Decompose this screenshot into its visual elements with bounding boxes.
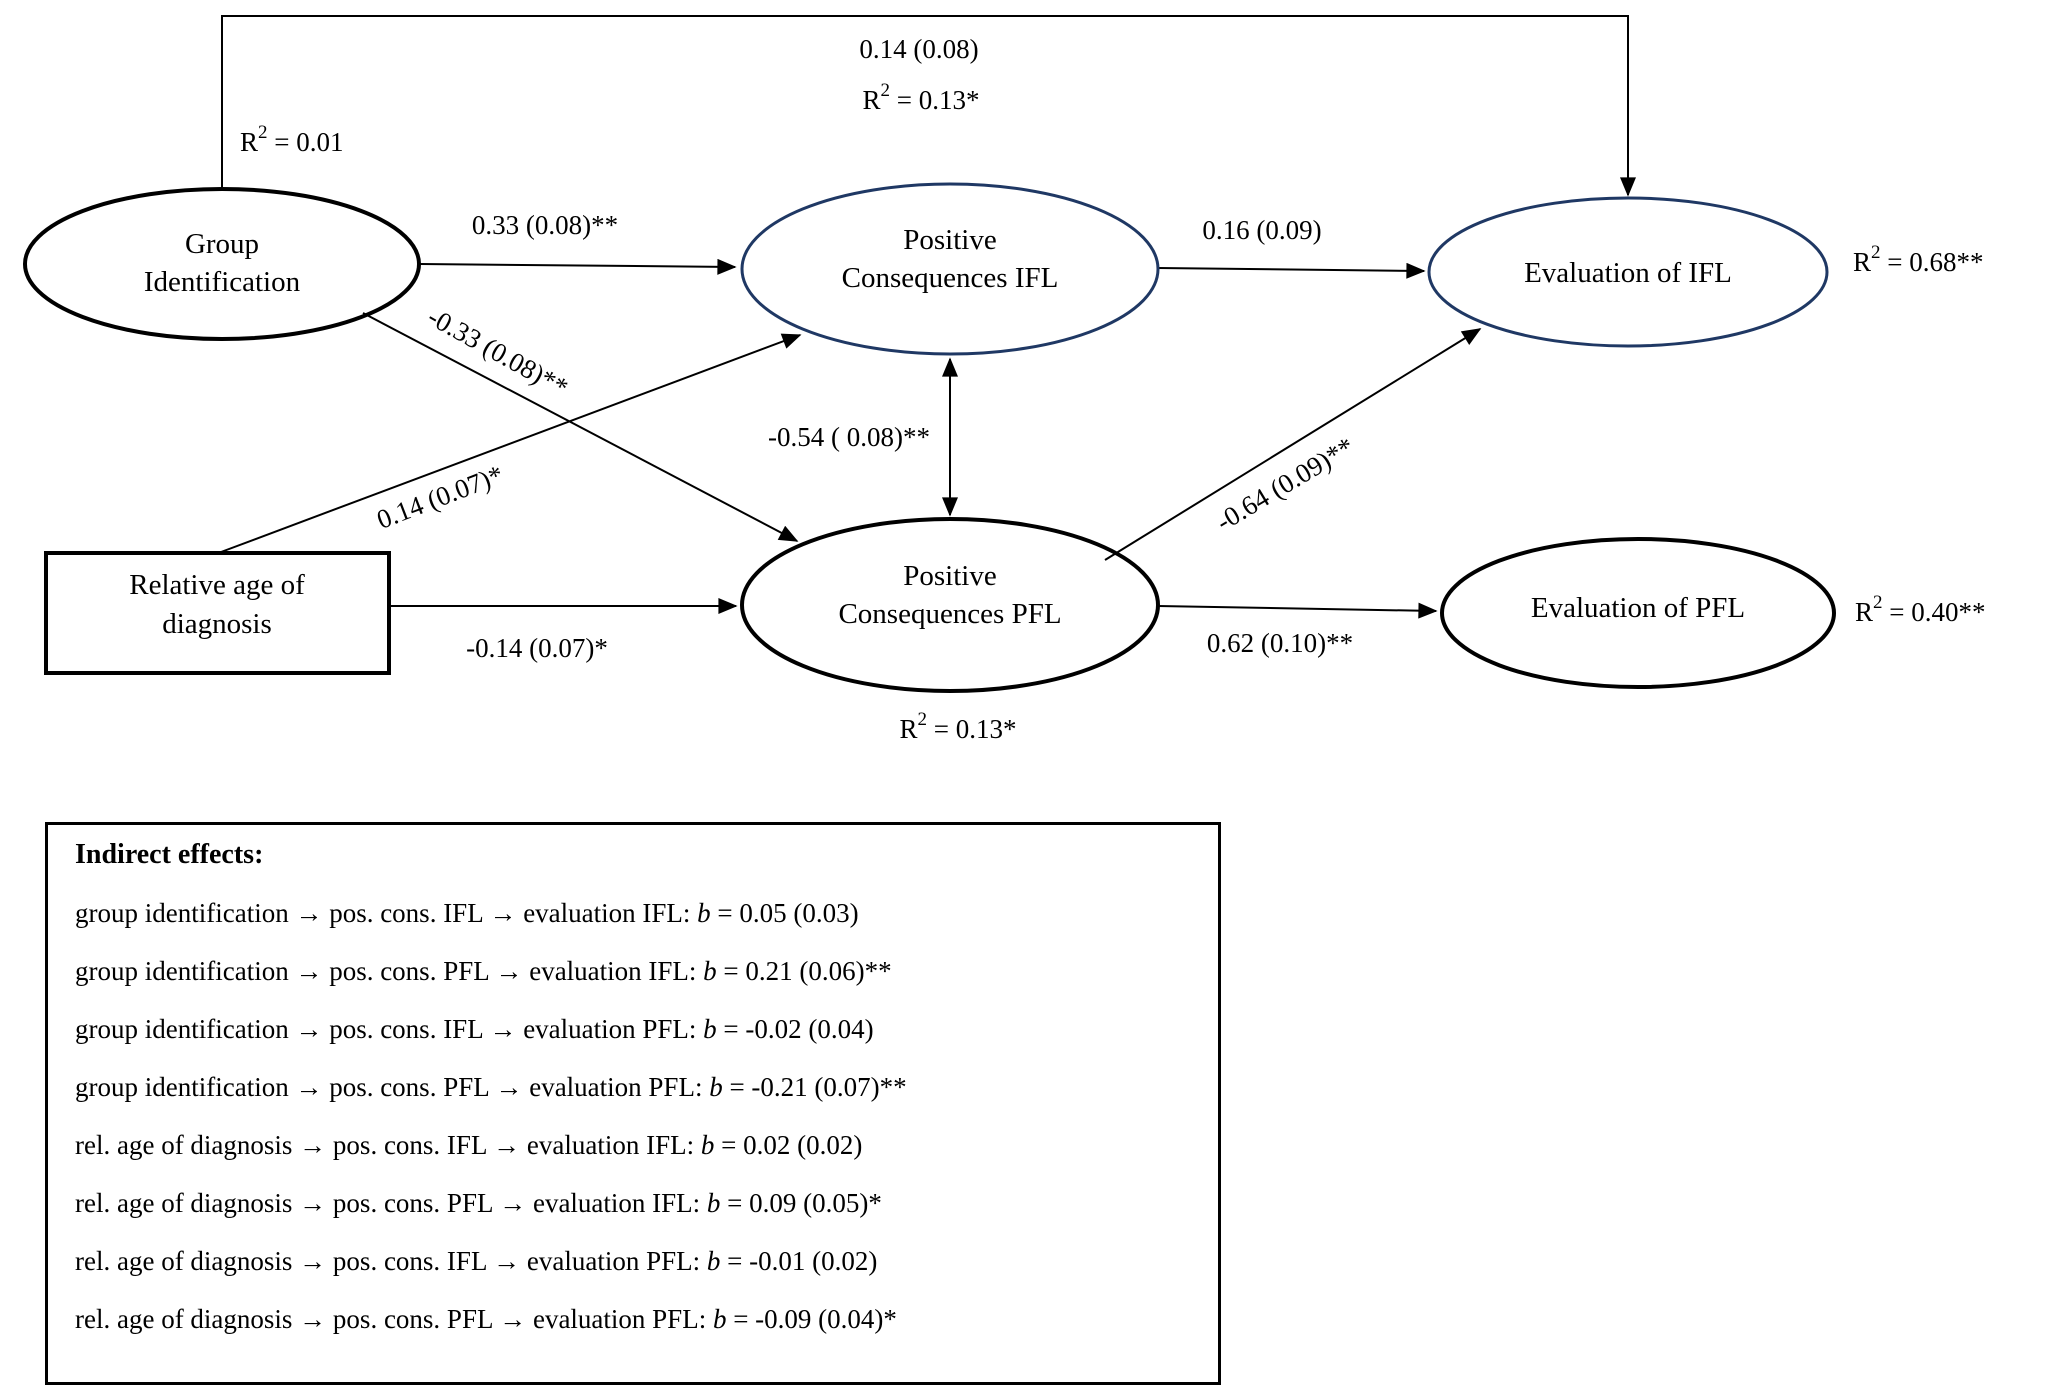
indirect-path-4: group identification → pos. cons. PFL → … <box>75 1071 710 1102</box>
node-relative-age-of-diagnosis <box>44 551 391 675</box>
r2-eval-pfl-value: = 0.40** <box>1883 597 1986 627</box>
node-evaluation-ifl <box>1427 196 1829 348</box>
pos-cons-pfl-label-line2: Consequences PFL <box>838 598 1061 630</box>
r2-group-identification: R2 = 0.01 <box>240 122 344 157</box>
b-symbol-5: b <box>700 1129 715 1160</box>
arrow-pos-cons-ifl-to-evaluation-ifl <box>1157 262 1426 279</box>
r2-evaluation-pfl: R2 = 0.40** <box>1855 592 1986 627</box>
evaluation-ifl-label: Evaluation of IFL <box>1524 257 1732 289</box>
b-symbol-7: b <box>706 1245 721 1276</box>
b-symbol-8: b <box>712 1303 727 1334</box>
indirect-path-1: group identification → pos. cons. IFL → … <box>75 897 698 928</box>
indirect-stat-1: = 0.05 (0.03) <box>710 897 859 928</box>
pos-cons-pfl-label-line1: Positive <box>903 560 996 592</box>
b-symbol-1: b <box>697 897 711 928</box>
indirect-stat-4: = -0.21 (0.07)** <box>722 1071 907 1102</box>
node-pos-cons-ifl <box>740 182 1160 356</box>
indirect-path-6: rel. age of diagnosis → pos. cons. PFL →… <box>75 1187 707 1218</box>
b-symbol-6: b <box>706 1187 721 1218</box>
indirect-effects-title: Indirect effects: <box>75 839 264 870</box>
evaluation-pfl-label: Evaluation of PFL <box>1531 592 1745 624</box>
b-symbol-4: b <box>709 1071 723 1102</box>
r2-eval-ifl-value: = 0.68** <box>1881 247 1984 277</box>
group-identification-label-line2: Identification <box>144 266 301 298</box>
coef-pos-cons-pfl-to-evaluation-ifl: -0.64 (0.09)** <box>1211 431 1360 537</box>
r2-eval-ifl-sym: R <box>1853 247 1871 277</box>
coef-pos-cons-pfl-to-evaluation-pfl: 0.62 (0.10)** <box>1207 628 1353 658</box>
indirect-effect-row-4: group identification → pos. cons. PFL → … <box>75 1058 1198 1116</box>
arrow-group-identification-to-pos-cons-ifl <box>419 258 737 275</box>
coef-pos-cons-ifl-to-evaluation-ifl: 0.16 (0.09) <box>1202 215 1321 245</box>
r2-gi-value: = 0.01 <box>268 127 344 157</box>
indirect-stat-8: = -0.09 (0.04)* <box>726 1303 897 1334</box>
arrow-pos-cons-pfl-to-evaluation-pfl <box>1157 602 1438 619</box>
indirect-effect-row-8: rel. age of diagnosis → pos. cons. PFL →… <box>75 1290 1198 1348</box>
arrow-group-identification-to-pos-cons-pfl <box>362 312 799 542</box>
coef-gi-to-pos-cons-ifl: 0.33 (0.08)** <box>472 210 618 240</box>
indirect-stat-7: = -0.01 (0.02) <box>720 1245 878 1276</box>
r2-gi-sup: 2 <box>258 122 268 143</box>
indirect-path-7: rel. age of diagnosis → pos. cons. IFL →… <box>75 1245 707 1276</box>
indirect-effect-row-2: group identification → pos. cons. PFL → … <box>75 942 1198 1000</box>
indirect-path-2: group identification → pos. cons. PFL → … <box>75 955 704 986</box>
indirect-stat-5: = 0.02 (0.02) <box>714 1129 863 1160</box>
arrow-pos-cons-pfl-to-evaluation-ifl <box>1104 328 1482 561</box>
pos-cons-ifl-label-line2: Consequences IFL <box>842 262 1059 294</box>
r2-pcp-sym: R <box>900 714 918 744</box>
r2-eval-pfl-sup: 2 <box>1873 592 1883 613</box>
coef-covariance-ifl-pfl: -0.54 ( 0.08)** <box>768 422 930 452</box>
r2-top: R2 = 0.13* <box>863 80 980 115</box>
r2-pos-cons-pfl: R2 = 0.13* <box>900 709 1017 744</box>
r2-top-sup: 2 <box>881 80 891 101</box>
coef-gi-to-eval-ifl: 0.14 (0.08) <box>859 34 978 64</box>
indirect-path-3: group identification → pos. cons. IFL → … <box>75 1013 704 1044</box>
pos-cons-ifl-label-line1: Positive <box>903 224 996 256</box>
r2-eval-ifl-sup: 2 <box>1871 242 1881 263</box>
indirect-effect-row-3: group identification → pos. cons. IFL → … <box>75 1000 1198 1058</box>
node-pos-cons-pfl <box>740 517 1160 693</box>
relative-age-label-line1: Relative age of <box>129 569 305 601</box>
indirect-stat-3: = -0.02 (0.04) <box>716 1013 874 1044</box>
r2-eval-pfl-sym: R <box>1855 597 1873 627</box>
r2-pcp-sup: 2 <box>918 709 928 730</box>
arrow-group-identification-to-evaluation-ifl <box>221 15 1636 197</box>
indirect-stat-6: = 0.09 (0.05)* <box>720 1187 882 1218</box>
indirect-effects-box: Indirect effects: group identification →… <box>45 822 1221 1385</box>
indirect-path-8: rel. age of diagnosis → pos. cons. PFL →… <box>75 1303 713 1334</box>
relative-age-label-line2: diagnosis <box>162 608 272 640</box>
node-evaluation-pfl <box>1440 537 1836 689</box>
arrow-relative-age-to-pos-cons-ifl <box>220 333 802 553</box>
r2-top-sym: R <box>863 85 881 115</box>
b-symbol-2: b <box>703 955 717 986</box>
r2-gi-sym: R <box>240 127 258 157</box>
indirect-stat-2: = 0.21 (0.06)** <box>716 955 892 986</box>
b-symbol-3: b <box>703 1013 717 1044</box>
group-identification-label-line1: Group <box>185 228 259 260</box>
indirect-effect-row-5: rel. age of diagnosis → pos. cons. IFL →… <box>75 1116 1198 1174</box>
coef-gi-to-pos-cons-pfl: -0.33 (0.08)** <box>423 301 573 402</box>
indirect-effect-row-1: group identification → pos. cons. IFL → … <box>75 884 1198 942</box>
r2-evaluation-ifl: R2 = 0.68** <box>1853 242 1984 277</box>
r2-pcp-value: = 0.13* <box>927 714 1016 744</box>
node-group-identification <box>23 187 421 341</box>
indirect-effect-row-7: rel. age of diagnosis → pos. cons. IFL →… <box>75 1232 1198 1290</box>
indirect-effect-row-6: rel. age of diagnosis → pos. cons. PFL →… <box>75 1174 1198 1232</box>
coef-relative-age-to-pos-cons-pfl: -0.14 (0.07)* <box>466 633 608 663</box>
indirect-path-5: rel. age of diagnosis → pos. cons. IFL →… <box>75 1129 701 1160</box>
r2-top-value: = 0.13* <box>890 85 979 115</box>
